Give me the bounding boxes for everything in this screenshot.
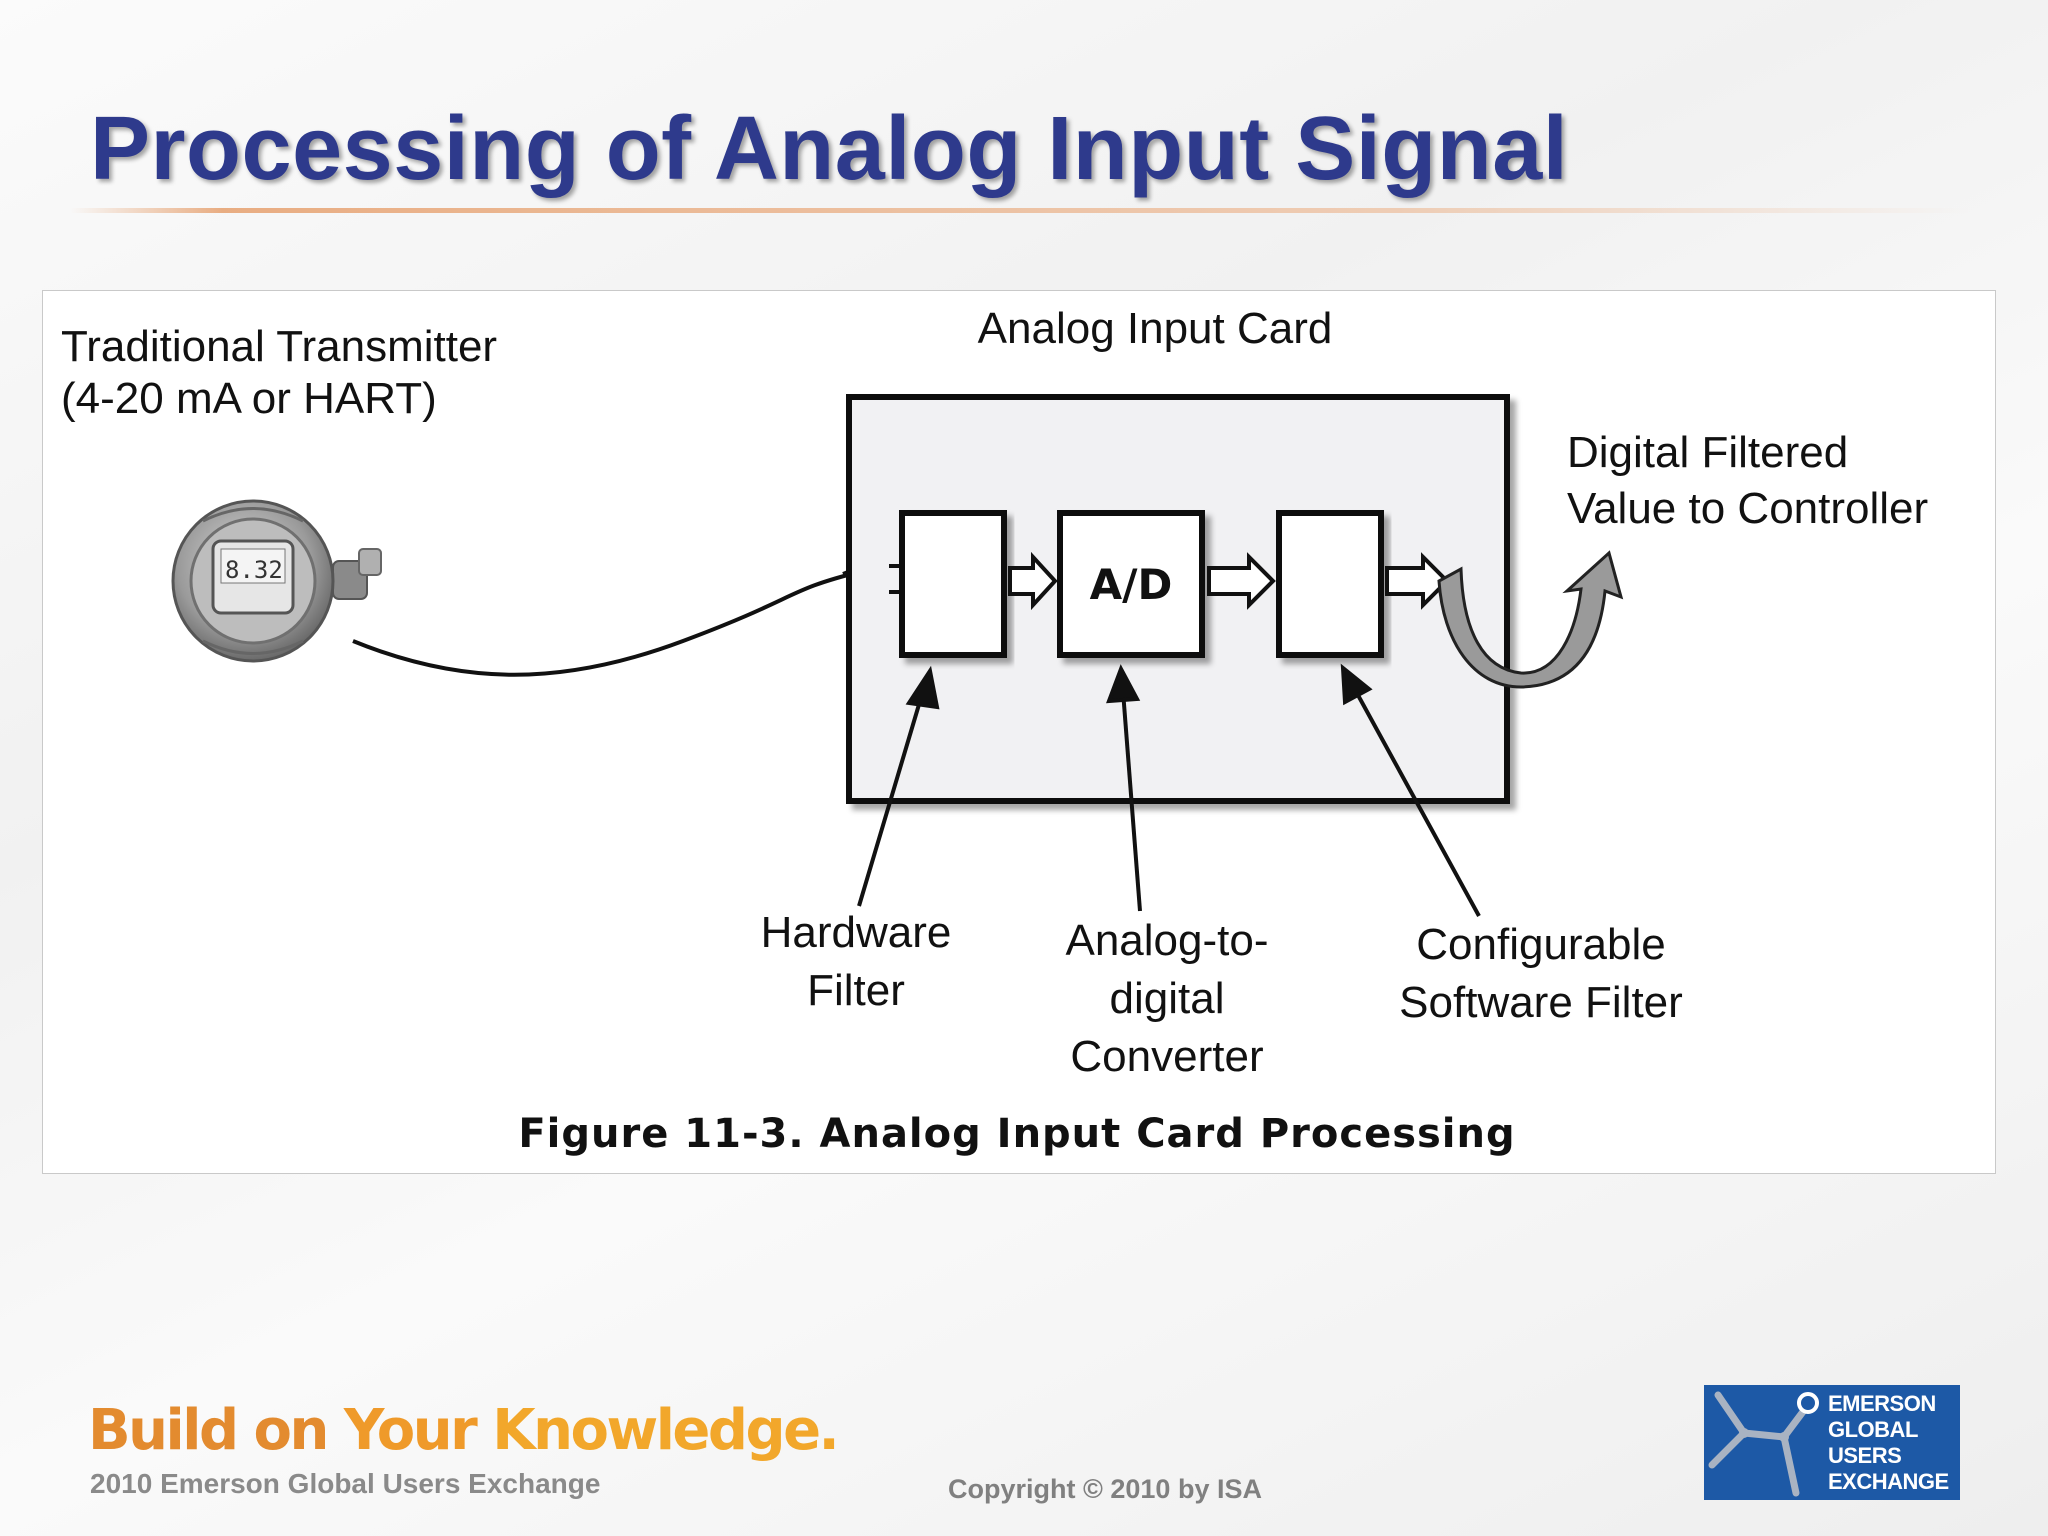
adc-label-line3: Converter [1070,1032,1263,1081]
slide-title: Processing of Analog Input Signal [90,99,1569,199]
output-curved-arrow [1437,550,1624,689]
software-filter-label-line2: Software Filter [1399,978,1683,1027]
emerson-logo: EMERSON GLOBAL USERS EXCHANGE [1704,1385,1960,1500]
logo-line2: GLOBAL [1828,1417,1918,1442]
adc-label-line1: Analog-to- [1065,916,1268,965]
footer-subtitle: 2010 Emerson Global Users Exchange [90,1468,601,1499]
software-filter-block [1276,510,1384,658]
card-label: Analog Input Card [978,304,1333,353]
logo-line1: EMERSON [1828,1391,1936,1416]
transmitter-display: 8.32 [225,556,283,584]
flow-arrow-2 [1207,552,1276,610]
flow-arrow-1 [1008,551,1058,611]
analog-input-diagram: Traditional Transmitter (4-20 mA or HART… [61,304,1928,1157]
tagline-knowledge: Knowledge. [492,1398,840,1463]
tagline-build: Build on [88,1398,329,1463]
pointer-hardware-filter [857,690,925,907]
tagline-your: Your [343,1398,478,1463]
logo-line3: USERS [1828,1443,1902,1468]
adc-label-line2: digital [1110,974,1225,1023]
output-label-line2: Value to Controller [1567,484,1928,533]
flow-arrow-3 [1385,552,1450,610]
logo-line4: EXCHANGE [1828,1469,1949,1494]
logo-text: EMERSON GLOBAL USERS EXCHANGE [1828,1391,1949,1495]
signal-cable [352,569,864,677]
hardware-filter-label-line2: Filter [807,966,905,1015]
hardware-filter-label-line1: Hardware [761,908,952,957]
ad-block-label: A/D [1090,560,1173,609]
copyright-notice: Copyright © 2010 by ISA [948,1474,1262,1504]
ad-converter-block [1057,510,1205,658]
pointer-adc [1121,690,1142,912]
output-label-line1: Digital Filtered [1567,428,1848,477]
figure-caption: Figure 11-3. Analog Input Card Processin… [518,1111,1515,1157]
footer-tagline: Build on Your Knowledge. [88,1398,840,1463]
network-node-icon [1708,1391,1819,1497]
transmitter-label-line2: (4-20 mA or HART) [61,374,437,423]
transmitter-label-line1: Traditional Transmitter [61,322,497,371]
hardware-filter-block [899,510,1007,658]
title-divider [70,208,1970,213]
figure-panel: Traditional Transmitter (4-20 mA or HART… [42,290,1996,1174]
transmitter-device: 8.32 [171,499,382,663]
software-filter-label-line1: Configurable [1416,920,1666,969]
pointer-software-filter [1340,663,1373,706]
